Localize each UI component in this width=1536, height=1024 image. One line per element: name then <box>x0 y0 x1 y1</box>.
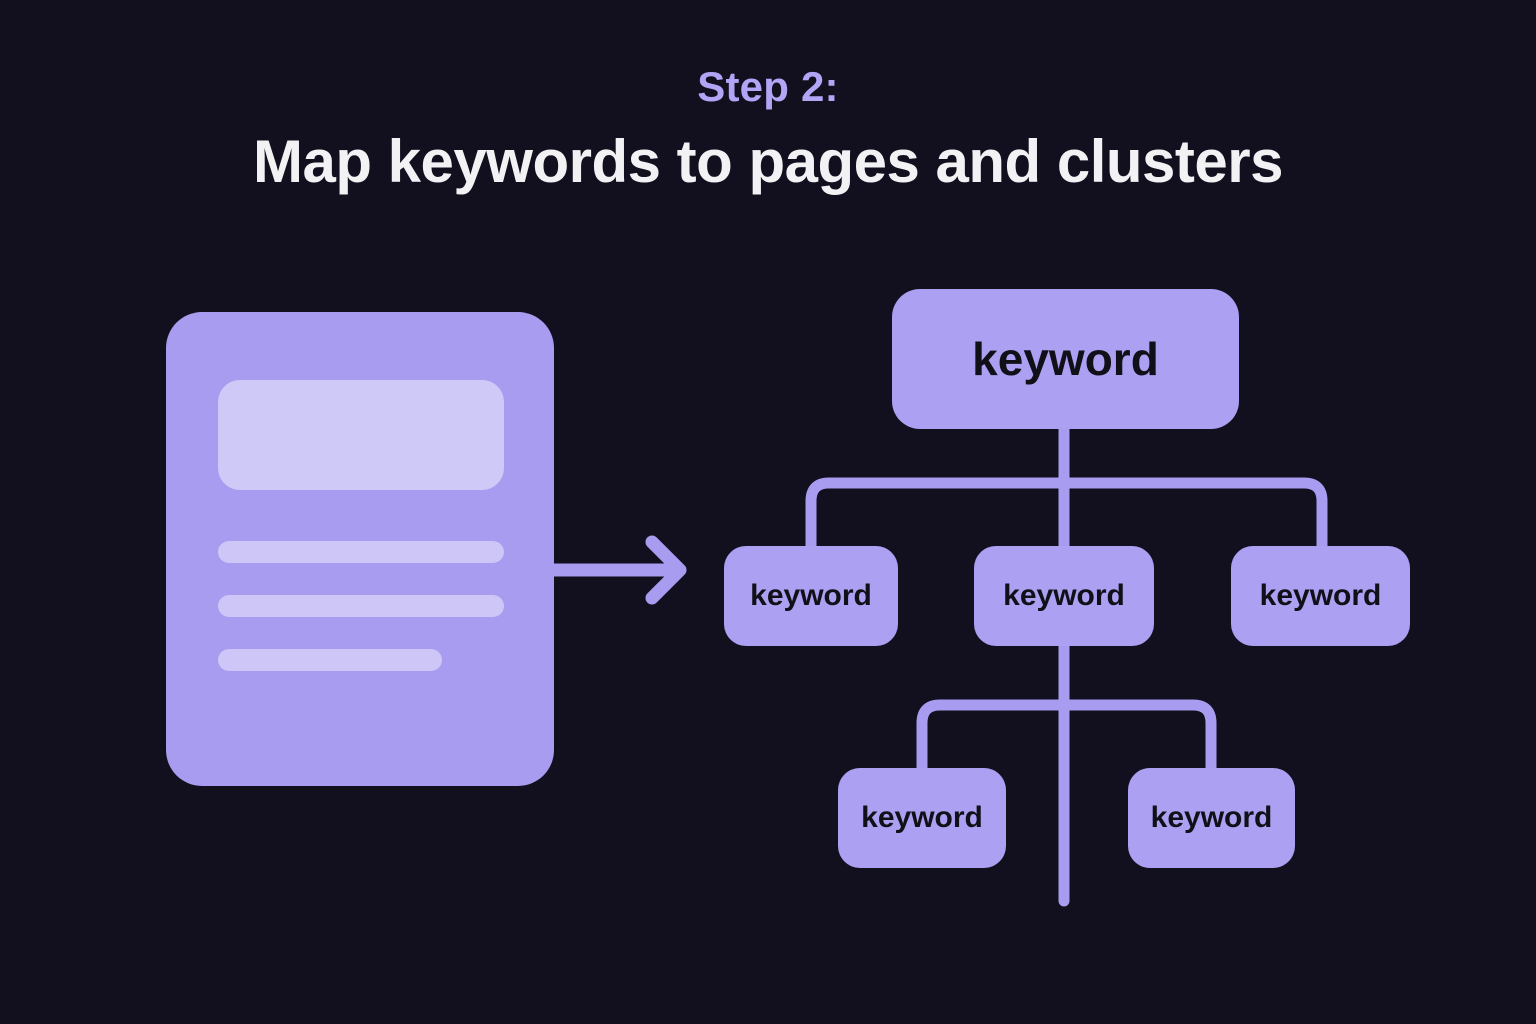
document-header-block <box>218 380 504 490</box>
step-eyebrow: Step 2: <box>697 63 839 110</box>
tree-node-child-1[interactable]: keyword <box>724 546 898 646</box>
tree-node-child-3[interactable]: keyword <box>1231 546 1410 646</box>
tree-node-grandchild-1[interactable]: keyword <box>838 768 1006 868</box>
page-title: Map keywords to pages and clusters <box>253 128 1283 195</box>
tree-node-grandchild-2[interactable]: keyword <box>1128 768 1295 868</box>
tree-node-label: keyword <box>750 579 872 612</box>
tree-node-child-2[interactable]: keyword <box>974 546 1154 646</box>
tree-node-label: keyword <box>972 333 1159 385</box>
document-text-line <box>218 541 504 563</box>
tree-node-label: keyword <box>1150 801 1273 834</box>
heading-block: Step 2: Map keywords to pages and cluste… <box>0 66 1536 192</box>
tree-node-label: keyword <box>1003 579 1125 612</box>
tree-node-root[interactable]: keyword <box>892 289 1239 429</box>
arrow-right-icon <box>548 535 687 605</box>
document-text-line <box>218 649 442 671</box>
tree-node-label: keyword <box>1259 579 1382 612</box>
tree-node-label: keyword <box>861 801 983 834</box>
page-document-card <box>166 312 554 786</box>
document-text-line <box>218 595 504 617</box>
